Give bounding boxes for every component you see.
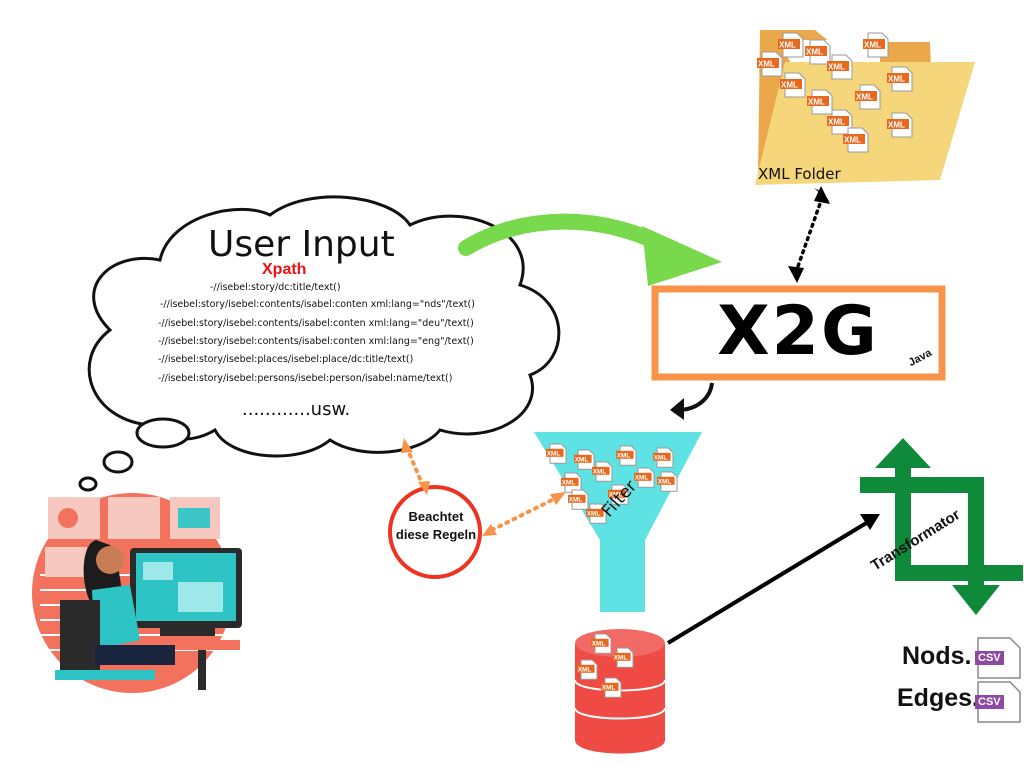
xpath-line: -//isebel:story/isebel:contents/isabel:c…: [158, 318, 474, 329]
xpath-line: -//isebel:story/isebel:contents/isabel:c…: [158, 336, 474, 347]
x2g-title: X2G: [717, 292, 879, 371]
svg-text:XML: XML: [654, 455, 668, 462]
svg-text:XML: XML: [864, 41, 881, 50]
cloud-ellipsis: ............usw.: [242, 399, 351, 420]
svg-text:XML: XML: [592, 641, 606, 648]
xml-folder-label: XML Folder: [758, 165, 841, 183]
xml-file-icon: XML: [657, 471, 678, 492]
nods-label: Nods.: [902, 642, 972, 670]
xml-file-icon: XML: [574, 449, 595, 470]
rules-text: Beachtet diese Regeln: [395, 509, 477, 542]
xml-file-icon: XML: [601, 677, 622, 698]
xpath-line: -//isebel:story/isebel:persons/isebel:pe…: [158, 373, 453, 384]
xml-file-icon: XML: [616, 445, 637, 466]
xml-file-icon: XML: [591, 633, 612, 654]
cloud-title: User Input: [208, 224, 395, 265]
xml-file-icon: XML: [634, 467, 655, 488]
svg-text:XML: XML: [888, 75, 905, 84]
edges-label: Edges.: [897, 684, 979, 712]
svg-text:XML: XML: [828, 63, 845, 72]
xpath-label: Xpath: [262, 261, 307, 278]
svg-text:XML: XML: [593, 469, 607, 476]
svg-text:XML: XML: [569, 497, 583, 504]
rules-circle: [388, 485, 482, 579]
xml-file-icon: XML: [827, 109, 853, 135]
xml-file-icon: XML: [577, 659, 598, 680]
svg-text:XML: XML: [828, 118, 845, 127]
svg-text:XML: XML: [779, 41, 796, 50]
svg-text:XML: XML: [575, 457, 589, 464]
xml-file-icon: XML: [807, 89, 833, 115]
svg-text:XML: XML: [609, 492, 623, 499]
xpath-line: -//isebel:story/isebel:places/isebel:pla…: [158, 354, 414, 365]
green-arrow-head: [642, 226, 722, 286]
xpath-line: -//isebel:story/dc:title/text(): [210, 282, 341, 293]
svg-text:XML: XML: [781, 81, 798, 90]
svg-text:XML: XML: [888, 121, 905, 130]
xml-folder-icon: [755, 30, 975, 185]
svg-text:XML: XML: [587, 511, 601, 518]
rules-to-cloud-dotted-arrow: [405, 446, 425, 488]
xml-file-icon: XML: [613, 647, 634, 668]
svg-text:XML: XML: [806, 48, 823, 57]
xml-files-in-funnel: XML XML XML XML XML XML XML XML XML XML XML: [546, 443, 678, 524]
xpath-line: -//isebel:story/isebel:contents/isabel:c…: [160, 299, 475, 310]
svg-text:XML: XML: [635, 475, 649, 482]
xml-file-icon: XML: [805, 39, 831, 65]
svg-text:XML: XML: [547, 451, 561, 458]
csv-tag-edges: CSV: [975, 695, 1004, 709]
svg-text:XML: XML: [562, 480, 576, 487]
svg-text:XML: XML: [617, 453, 631, 460]
xml-file-icon: XML: [855, 84, 881, 110]
xml-file-icon: XML: [546, 443, 567, 464]
svg-text:XML: XML: [602, 685, 616, 692]
x2g-box: [651, 285, 946, 381]
db-to-transformator-arrow: [666, 520, 870, 645]
csv-tag-nods: CSV: [975, 651, 1004, 665]
xml-file-icon: XML: [863, 32, 889, 58]
xml-file-icon: XML: [608, 484, 629, 505]
transformator-icon: [860, 438, 1023, 615]
svg-text:XML: XML: [808, 98, 825, 107]
svg-text:XML: XML: [856, 93, 873, 102]
xml-file-icon: XML: [780, 72, 806, 98]
xml-file-icon: XML: [568, 489, 589, 510]
svg-text:XML: XML: [844, 136, 861, 145]
xml-file-icon: XML: [561, 472, 582, 493]
xml-file-icon: XML: [757, 51, 783, 77]
folder-x2g-dotted-arrow: [794, 196, 824, 274]
xml-file-icon: XML: [843, 127, 869, 153]
person-at-computer-illustration: [32, 493, 242, 693]
xml-file-icon: XML: [653, 447, 674, 468]
xml-files-in-folder: XML XML XML XML XML XML XML XML XML XML XML XML: [757, 32, 913, 153]
xml-files-in-database: XML XML XML XML: [577, 633, 634, 698]
svg-text:XML: XML: [658, 479, 672, 486]
xml-file-icon: XML: [778, 32, 804, 58]
rules-to-filter-dotted-arrow: [490, 496, 558, 532]
xml-file-icon: XML: [827, 54, 853, 80]
xml-file-icon: XML: [887, 66, 913, 92]
svg-text:XML: XML: [578, 667, 592, 674]
xml-file-icon: XML: [586, 503, 607, 524]
xml-file-icon: XML: [592, 461, 613, 482]
xml-file-icon: XML: [887, 112, 913, 138]
user-input-cloud: [78, 195, 561, 492]
svg-text:XML: XML: [758, 60, 775, 69]
svg-text:XML: XML: [614, 655, 628, 662]
